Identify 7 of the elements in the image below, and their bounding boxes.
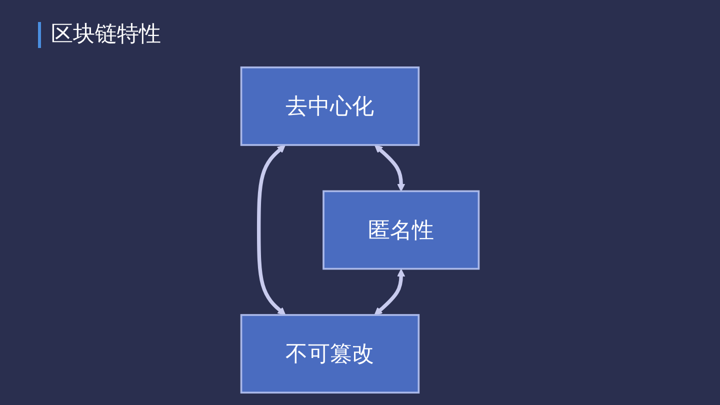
arrow bbox=[256, 144, 286, 316]
node-box: 匿名性 bbox=[322, 190, 480, 270]
arrow bbox=[374, 144, 406, 192]
node-box: 去中心化 bbox=[240, 66, 420, 146]
arrow bbox=[374, 268, 406, 316]
node-box: 不可篡改 bbox=[240, 314, 420, 394]
slide-title: 区块链特性 bbox=[38, 22, 161, 48]
